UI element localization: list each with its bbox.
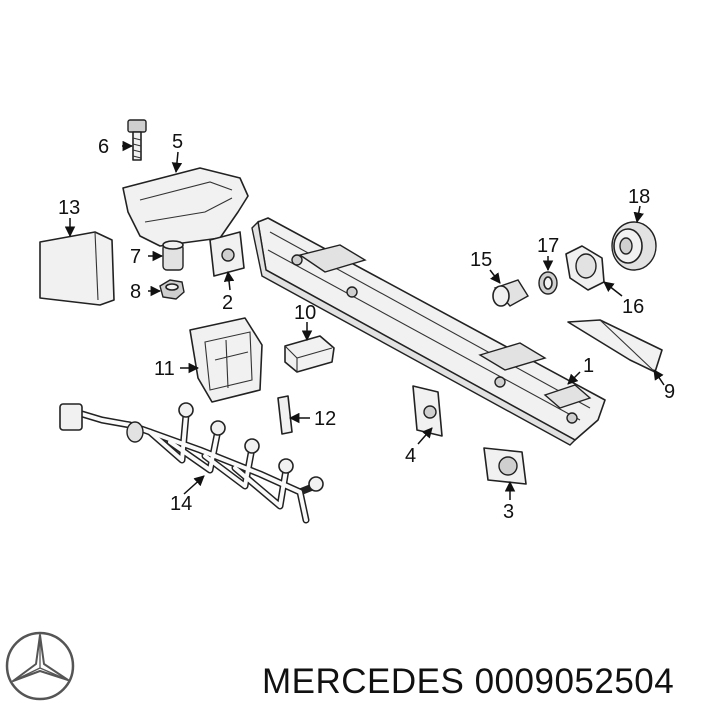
- callout-1: 1: [583, 355, 594, 377]
- callout-13: 13: [58, 197, 80, 219]
- trim-strip-part: [567, 319, 663, 373]
- callout-18: 18: [628, 186, 650, 208]
- sensor-bracket-part: [189, 317, 263, 403]
- lower-bracket-part: [412, 385, 443, 437]
- callout-6: 6: [98, 136, 109, 158]
- corner-cover-part: [122, 167, 249, 247]
- callout-9: 9: [664, 381, 675, 403]
- spacer-part: [162, 240, 184, 271]
- sensor-cap-part: [611, 221, 657, 271]
- side-bracket-part: [39, 231, 115, 306]
- sensor-mount-part: [565, 245, 605, 291]
- wiring-harness-part: [59, 402, 324, 524]
- callout-14: 14: [170, 493, 192, 515]
- mercedes-star-logo-icon: [5, 631, 75, 701]
- callout-10: 10: [294, 302, 316, 324]
- callout-4: 4: [405, 445, 416, 467]
- sensor-holder-part: [483, 447, 527, 485]
- callout-12: 12: [314, 408, 336, 430]
- callout-3: 3: [503, 501, 514, 523]
- callout-labels: 6 5 13 7 8 2 10 11 12 14 1 9 4 3 15 17 1…: [58, 131, 675, 523]
- callout-17: 17: [537, 235, 559, 257]
- callout-8: 8: [130, 281, 141, 303]
- nut-part: [159, 279, 185, 300]
- callout-2: 2: [222, 292, 233, 314]
- part-number-caption: MERCEDES 0009052504: [262, 662, 675, 701]
- callout-leaders: [64, 140, 665, 500]
- callout-16: 16: [622, 296, 644, 318]
- bolt-part: [127, 119, 147, 161]
- bumper-beam-part: [251, 217, 606, 446]
- mounting-bracket-part: [209, 231, 245, 277]
- control-module-part: [284, 335, 335, 373]
- callout-11: 11: [154, 358, 175, 380]
- parking-sensor-part: [492, 279, 529, 307]
- sensor-ring-part: [538, 271, 558, 295]
- callout-5: 5: [172, 131, 183, 153]
- callout-7: 7: [130, 246, 141, 268]
- callout-15: 15: [470, 249, 492, 271]
- clip-part: [277, 395, 293, 435]
